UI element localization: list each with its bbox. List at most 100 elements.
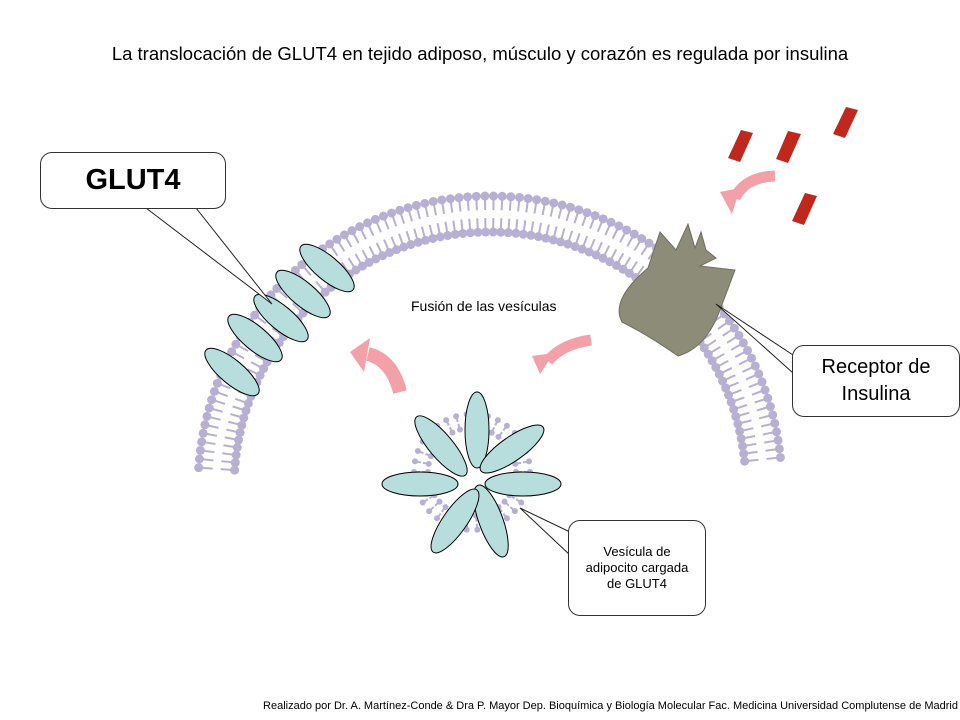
lipid-head — [637, 233, 647, 243]
lipid-head — [598, 253, 608, 263]
lipid-head — [622, 225, 632, 235]
lipid-head — [740, 456, 750, 466]
lipid-head — [442, 504, 449, 511]
lipid-head — [548, 235, 558, 245]
lipid-head — [414, 448, 421, 455]
lipid-head — [629, 229, 639, 239]
lipid-head — [474, 526, 481, 533]
vesicle-glut4 — [381, 471, 459, 497]
vesicle-label: Vesícula de adipocito cargada de GLUT4 — [585, 544, 689, 591]
lipid-head — [724, 390, 734, 400]
lipid-head — [453, 413, 460, 420]
lipid-head — [250, 310, 260, 320]
lipid-head — [481, 227, 491, 237]
vesicle-glut4 — [430, 488, 480, 554]
lipid-head — [378, 251, 388, 261]
insulin-binding-arrow — [720, 170, 776, 214]
lipid-head — [425, 460, 432, 467]
lipid-head — [420, 198, 430, 208]
lipid-head — [747, 353, 757, 363]
lipid-head — [387, 208, 397, 218]
lipid-head — [347, 226, 357, 236]
lipid-head — [533, 232, 543, 242]
lipid-head — [731, 412, 741, 422]
lipid-head — [515, 192, 525, 202]
lipid-head — [325, 239, 335, 249]
receptor-label-line2: Insulina — [841, 383, 911, 405]
insulin-receptor — [618, 222, 736, 357]
lipid-head — [230, 465, 240, 475]
lipid-head — [207, 395, 217, 405]
lipid-head — [428, 197, 438, 207]
lipid-head — [212, 378, 222, 388]
lipid-head — [618, 264, 628, 274]
lipid-head — [721, 383, 731, 393]
lipid-head — [197, 437, 207, 447]
lipid-head — [565, 202, 575, 212]
lipid-head — [399, 242, 409, 252]
fusion-label: Fusión de las vesículas — [411, 298, 557, 314]
lipid-head — [703, 349, 713, 359]
lipid-head — [738, 441, 748, 451]
lipid-head — [363, 218, 373, 228]
lipid-head — [458, 228, 468, 238]
lipid-head — [760, 385, 770, 395]
lipid-head — [754, 369, 764, 379]
lipid-head — [574, 205, 584, 215]
lipid-head — [351, 265, 361, 275]
vesicle-callout-pointer — [519, 507, 572, 558]
lipid-head — [395, 205, 405, 215]
lipid-head — [711, 362, 721, 372]
lipid-head — [763, 393, 773, 403]
lipid-head — [471, 191, 481, 201]
glut4-transporter — [299, 243, 355, 293]
lipid-head — [739, 449, 749, 459]
lipid-head — [503, 228, 513, 238]
lipid-head — [729, 323, 739, 333]
membrane-glut4-transporters — [204, 243, 355, 397]
lipid-head — [290, 265, 300, 275]
lipid-head — [234, 435, 244, 445]
lipid-head — [419, 499, 426, 506]
lipid-head — [194, 454, 204, 464]
vesicle-glut4 — [414, 415, 468, 477]
lipid-head — [556, 237, 566, 247]
lipid-head — [772, 427, 782, 437]
lipid-head — [434, 515, 441, 522]
lipid-head — [563, 239, 573, 249]
lipid-head — [202, 411, 212, 421]
glut4-transporter — [275, 269, 331, 319]
lipid-head — [584, 247, 594, 257]
vesicle-glut4 — [479, 424, 545, 474]
lipid-head — [488, 429, 495, 436]
lipid-head — [501, 498, 508, 505]
lipid-head — [332, 234, 342, 244]
lipid-head — [496, 227, 506, 237]
lipid-head — [411, 458, 418, 465]
lipid-head — [518, 229, 528, 239]
lipid-head — [773, 435, 783, 445]
lipid-head — [235, 428, 245, 438]
lipid-head — [526, 230, 536, 240]
glut4-callout: GLUT4 — [40, 152, 226, 209]
lipid-head — [541, 233, 551, 243]
lipid-head — [577, 244, 587, 254]
lipid-head — [243, 398, 253, 408]
fusion-arrow — [350, 338, 407, 394]
lipid-head — [726, 397, 736, 407]
glut4-transporter — [227, 313, 283, 363]
glut4-transporter — [204, 347, 260, 397]
lipid-head — [259, 364, 269, 374]
callout-pointers — [144, 207, 794, 558]
lipid-head — [231, 339, 241, 349]
lipid-head — [540, 196, 550, 206]
lipid-head — [465, 228, 475, 238]
lipid-head — [420, 235, 430, 245]
insulin-molecule — [792, 193, 817, 225]
receptor-callout: Receptor de Insulina — [792, 345, 960, 417]
lipid-head — [232, 443, 242, 453]
lipid-head — [511, 508, 518, 515]
lipid-head — [241, 406, 251, 416]
lipid-head — [735, 426, 745, 436]
lipid-head — [488, 227, 498, 237]
